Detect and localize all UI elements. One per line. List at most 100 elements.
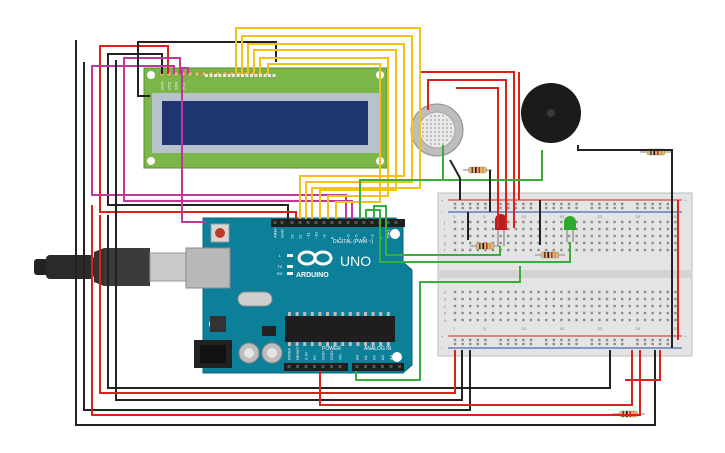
header-pin[interactable]: [330, 221, 334, 224]
wire-green: [359, 145, 444, 219]
tx-label: TX: [277, 264, 282, 269]
header-pin[interactable]: [321, 365, 325, 368]
usb-b-socket: [185, 247, 231, 289]
wire-black: [75, 40, 656, 426]
header-pin[interactable]: [287, 365, 291, 368]
header-pin[interactable]: [362, 221, 366, 224]
header-pin[interactable]: [280, 221, 284, 224]
rx-label: RX: [277, 271, 283, 276]
header-pin[interactable]: [398, 365, 401, 368]
digital-pin-label: 4: [362, 236, 367, 239]
crystal-oscillator: [237, 291, 273, 307]
column-number: 5: [483, 326, 486, 331]
header-pin[interactable]: [389, 365, 393, 368]
header-pin[interactable]: [304, 365, 308, 368]
analog-pin-header: [352, 363, 404, 371]
header-pin[interactable]: [346, 221, 350, 224]
digital-pin-label: ~10: [314, 231, 319, 239]
header-pin[interactable]: [322, 221, 326, 224]
lcd-pin[interactable]: [194, 71, 200, 77]
column-number: 25: [635, 214, 640, 219]
header-pin[interactable]: [296, 365, 299, 368]
rail-plus-top: +: [441, 198, 444, 203]
usb-plug-body: [104, 248, 150, 286]
column-number: 20: [597, 326, 602, 331]
wire-black: [115, 60, 463, 401]
model-text: UNO: [340, 253, 371, 269]
power-pin-label: RESET: [295, 346, 300, 360]
digital-pin-header: [271, 219, 405, 227]
header-pin[interactable]: [330, 365, 333, 368]
column-number: 30: [673, 326, 678, 331]
breadboard: + − + − + + jihgfedcba115510101515202025…: [437, 192, 693, 357]
row-letter: a: [444, 318, 447, 323]
digital-pin-label: ~6: [346, 234, 351, 239]
header-pin[interactable]: [338, 221, 342, 224]
analog-pin-label: A3: [380, 354, 385, 360]
power-pin-label: GND: [329, 351, 334, 360]
rail-plus-bottom: +: [441, 334, 444, 339]
header-pin[interactable]: [306, 221, 310, 224]
pin-label: AREF: [273, 227, 278, 238]
wire-yellow: [247, 43, 405, 219]
rail-minus-bottom: −: [441, 346, 444, 351]
row-letter: h: [444, 234, 446, 239]
green-led-dome: [564, 216, 576, 230]
analog-pin-label: A2: [372, 354, 377, 360]
wire-green: [365, 209, 571, 263]
header-pin[interactable]: [290, 221, 294, 224]
rx-led: [287, 272, 293, 275]
reset-button-cap[interactable]: [215, 228, 225, 238]
header-pin[interactable]: [386, 221, 390, 224]
row-letter: e: [444, 290, 447, 295]
usb-cable-end: [34, 259, 48, 275]
header-pin[interactable]: [298, 221, 302, 224]
resistor-green-led: [535, 251, 565, 259]
column-number: 10: [521, 326, 526, 331]
header-pin[interactable]: [355, 365, 359, 368]
header-pin[interactable]: [354, 221, 358, 224]
wire-black: [577, 145, 673, 212]
usb-cable-sleeve: [46, 255, 94, 279]
header-pin[interactable]: [313, 365, 316, 368]
usb-plug-metal: [149, 252, 191, 282]
analog-pin-label: A5: [397, 354, 402, 360]
resistor-red-led: [470, 242, 500, 250]
column-number: 1: [453, 326, 456, 331]
header-pin[interactable]: [372, 365, 376, 368]
column-number: 15: [559, 326, 564, 331]
wire-red: [319, 350, 633, 406]
piezo-buzzer: [521, 83, 581, 143]
rail-plus-bottom-right: +: [684, 334, 687, 339]
wire-magenta: [91, 65, 347, 219]
analog-pin-label: A1: [363, 354, 368, 360]
digital-pin-label: ~5: [354, 234, 359, 239]
analog-pin-label: A4: [389, 354, 394, 360]
brand-text: ARDUINO: [296, 272, 329, 279]
column-number: 25: [635, 326, 640, 331]
column-number: 5: [483, 214, 486, 219]
header-pin[interactable]: [364, 365, 367, 368]
header-pin[interactable]: [338, 365, 342, 368]
header-pin[interactable]: [314, 221, 318, 224]
lcd-screen: [162, 101, 368, 145]
header-pin[interactable]: [381, 365, 384, 368]
wire-yellow: [267, 63, 381, 219]
wire-yellow: [259, 57, 389, 219]
header-pin[interactable]: [370, 221, 374, 224]
wire-red: [625, 350, 661, 381]
header-pin[interactable]: [273, 221, 277, 224]
breadboard-center-channel: [438, 270, 692, 278]
digital-header-label: DIGITAL (PWM ~): [333, 239, 373, 245]
rail-minus-top: −: [441, 210, 444, 215]
tx-led: [287, 265, 293, 268]
digital-pin-label: 12: [298, 234, 303, 239]
wire-magenta: [123, 57, 353, 219]
digital-pin-label: 7: [338, 236, 343, 239]
header-pin[interactable]: [394, 221, 398, 224]
digital-pin-label: ~9: [322, 234, 327, 239]
arduino-logo: ARDUINO: [296, 250, 333, 279]
digital-pin-label: 8: [330, 236, 335, 239]
column-number: 10: [521, 214, 526, 219]
